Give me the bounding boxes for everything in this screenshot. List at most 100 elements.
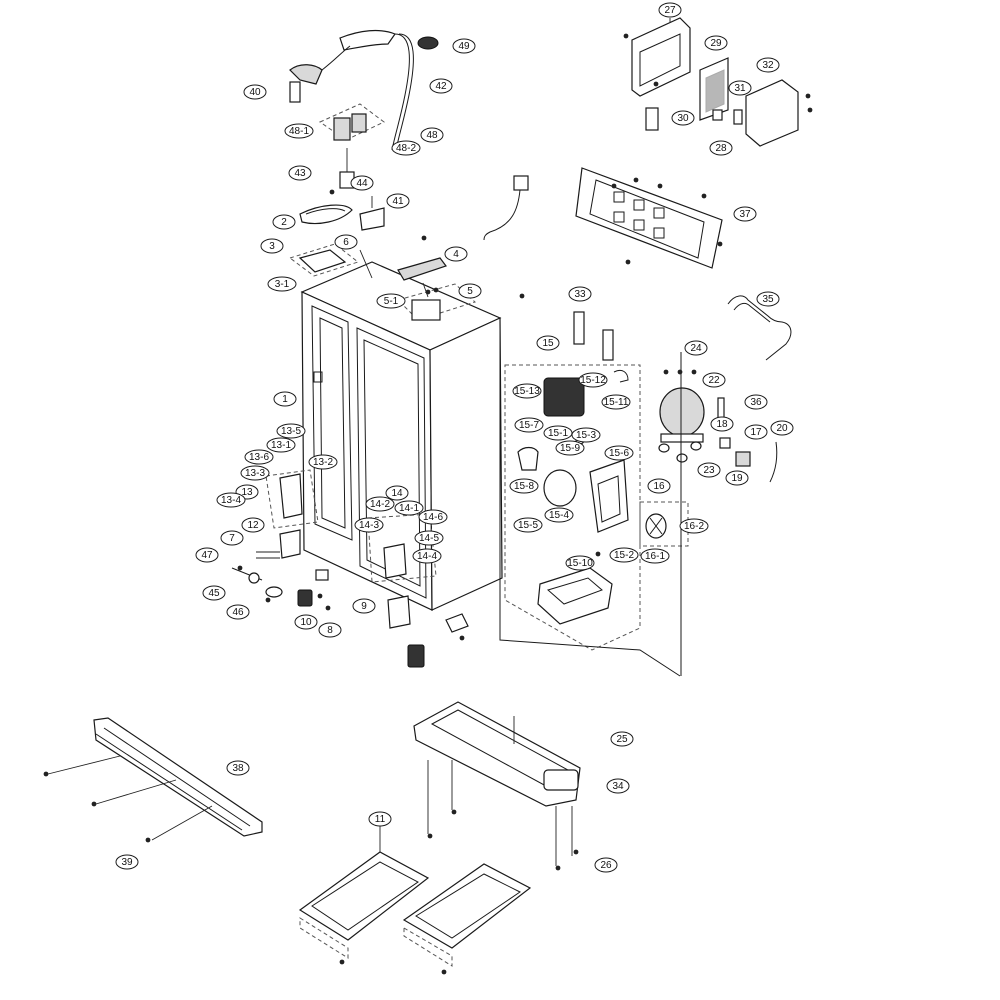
svg-text:15-13: 15-13 [514,386,540,397]
callout-33: 33 [568,286,592,302]
svg-text:49: 49 [458,41,470,52]
callout-41: 41 [386,193,410,209]
callout-5: 5 [458,283,482,299]
callout-42: 42 [429,78,453,94]
callout-31: 31 [728,80,752,96]
svg-text:13-6: 13-6 [249,452,269,463]
screw-icon [555,865,561,871]
callout-24: 24 [684,340,708,356]
svg-text:14-2: 14-2 [370,499,390,510]
compressor-assembly [658,387,778,483]
callout-3-1: 3-1 [267,276,297,292]
screw-icon [425,289,431,295]
callout-19: 19 [725,470,749,486]
callout-16-1: 16-1 [640,548,670,564]
svg-text:13-2: 13-2 [313,457,333,468]
callout-49: 49 [452,38,476,54]
svg-text:20: 20 [776,423,788,434]
callout-25: 25 [610,731,634,747]
callout-47: 47 [195,547,219,563]
screw-icon [329,189,335,195]
callout-7: 7 [220,530,244,546]
callout-48: 48 [420,127,444,143]
callout-35: 35 [756,291,780,307]
svg-text:16-1: 16-1 [645,551,665,562]
svg-text:15-11: 15-11 [604,397,629,408]
screw-icon [807,107,813,113]
callout-15-8: 15-8 [509,478,539,494]
svg-text:14-3: 14-3 [359,520,379,531]
callout-14-6: 14-6 [418,509,448,525]
screw-icon [451,809,457,815]
top-hinge-assembly [288,243,476,321]
svg-text:3: 3 [269,241,275,252]
callout-15-3: 15-3 [571,427,601,443]
callout-15-13: 15-13 [512,383,542,399]
svg-text:13-1: 13-1 [271,440,291,451]
callout-15-4: 15-4 [544,507,574,523]
lower-hinge-right [367,513,469,668]
callout-2: 2 [272,214,296,230]
svg-text:39: 39 [121,857,133,868]
callout-14-5: 14-5 [414,530,444,546]
screw-icon [623,33,629,39]
svg-text:2: 2 [281,217,287,228]
control-board-assembly [631,17,799,147]
callout-15-5: 15-5 [513,517,543,533]
svg-text:26: 26 [600,860,612,871]
svg-text:1: 1 [282,394,288,405]
svg-text:45: 45 [208,588,220,599]
screw-icon [459,635,465,641]
callout-13-4: 13-4 [216,492,246,508]
screw-icon [43,771,49,777]
callout-14-2: 14-2 [365,496,395,512]
svg-text:15-6: 15-6 [609,448,629,459]
callout-37: 37 [733,206,757,222]
screw-icon [519,293,525,299]
screw-icon [317,593,323,599]
svg-text:3-1: 3-1 [275,279,290,290]
screw-icon [325,605,331,611]
callout-15-6: 15-6 [604,445,634,461]
callout-16: 16 [647,478,671,494]
svg-text:15-9: 15-9 [560,443,580,454]
svg-text:42: 42 [435,81,447,92]
callout-11: 11 [368,811,392,827]
callout-15-12: 15-12 [578,372,608,388]
screw-icon [633,177,639,183]
callout-18: 18 [710,416,734,432]
callout-15-9: 15-9 [555,440,585,456]
callout-6: 6 [334,234,358,250]
condenser-fan [639,352,689,676]
callout-14-4: 14-4 [412,548,442,564]
callout-44: 44 [350,175,374,191]
kick-plate [47,717,263,841]
screw-icon [573,849,579,855]
svg-text:46: 46 [232,607,244,618]
svg-text:15-7: 15-7 [519,420,539,431]
callout-14: 14 [385,485,409,501]
callout-45: 45 [202,585,226,601]
screw-icon [663,369,669,375]
svg-text:37: 37 [739,209,751,220]
callout-14-1: 14-1 [394,500,424,516]
callout-12: 12 [241,517,265,533]
callout-30: 30 [671,110,695,126]
svg-text:10: 10 [300,617,312,628]
callout-17: 17 [744,424,768,440]
svg-text:32: 32 [762,60,774,71]
svg-text:15-2: 15-2 [614,550,634,561]
svg-text:13-5: 13-5 [281,426,301,437]
svg-text:6: 6 [343,237,349,248]
svg-text:15: 15 [542,338,554,349]
base-plate [413,318,681,866]
callout-15: 15 [536,335,560,351]
screw-icon [145,837,151,843]
callout-15-10: 15-10 [565,555,595,571]
svg-text:13: 13 [241,487,253,498]
svg-text:18: 18 [716,419,728,430]
screw-icon [433,287,439,293]
screw-icon [595,551,601,557]
svg-text:5: 5 [467,286,473,297]
